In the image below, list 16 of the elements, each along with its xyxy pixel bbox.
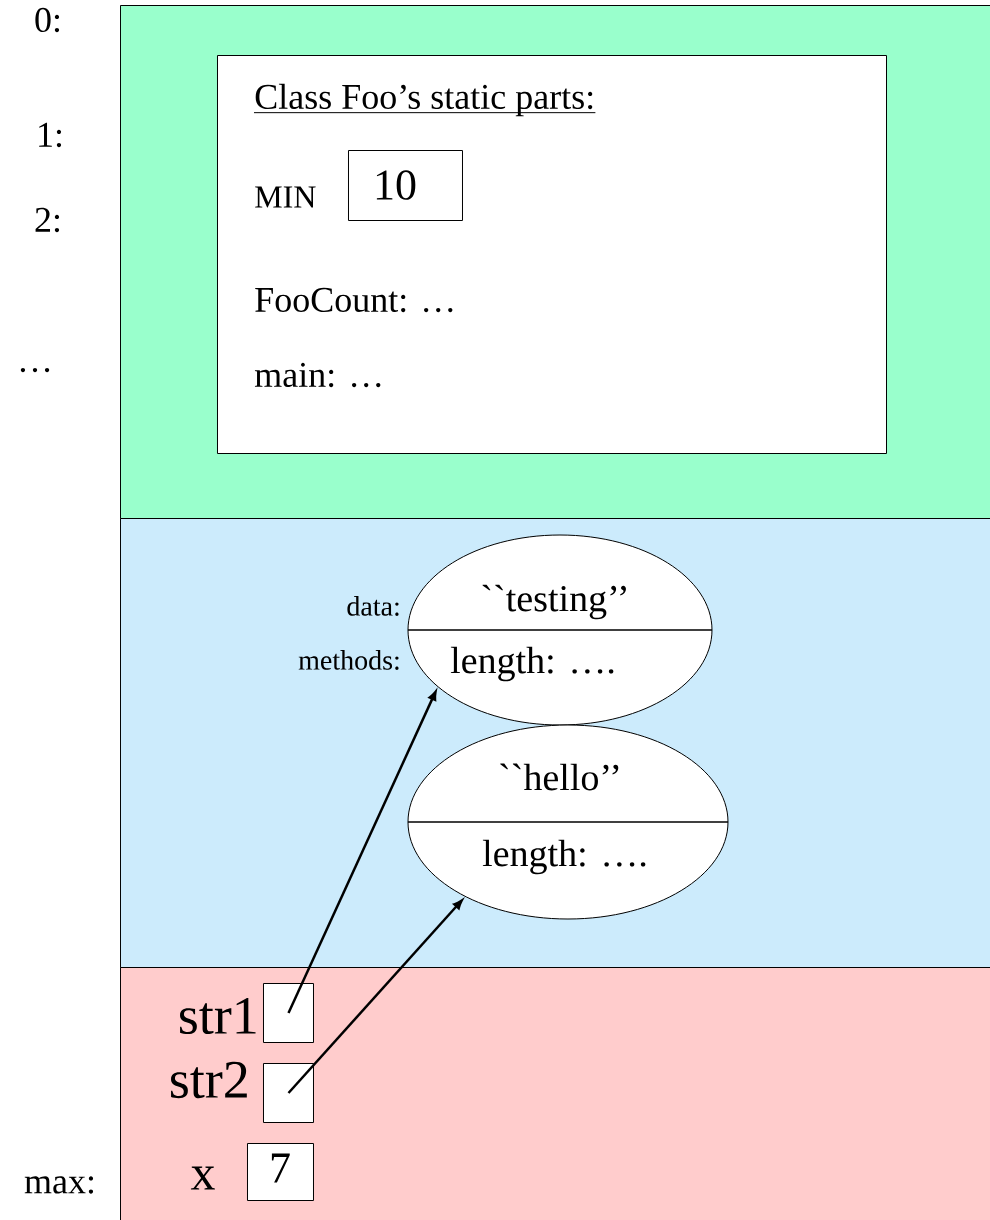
variable-label: MIN <box>255 186 316 208</box>
pointer-box <box>263 983 314 1043</box>
pointer-box <box>263 1063 314 1123</box>
memory-region <box>120 967 990 1220</box>
address-label: 0: <box>35 7 60 33</box>
value-box: 7 <box>247 1143 314 1201</box>
address-label: 2: <box>35 207 60 233</box>
variable-label: str2 <box>171 1061 247 1099</box>
variable-label: str1 <box>180 997 256 1035</box>
address-label: max: <box>24 1176 94 1194</box>
value-box: 10 <box>348 150 463 221</box>
variable-label: x <box>190 1166 215 1190</box>
address-label: 1: <box>39 122 62 148</box>
variable-label: data: <box>347 596 399 616</box>
variable-label: methods: <box>298 650 399 670</box>
address-label: … <box>20 367 50 373</box>
